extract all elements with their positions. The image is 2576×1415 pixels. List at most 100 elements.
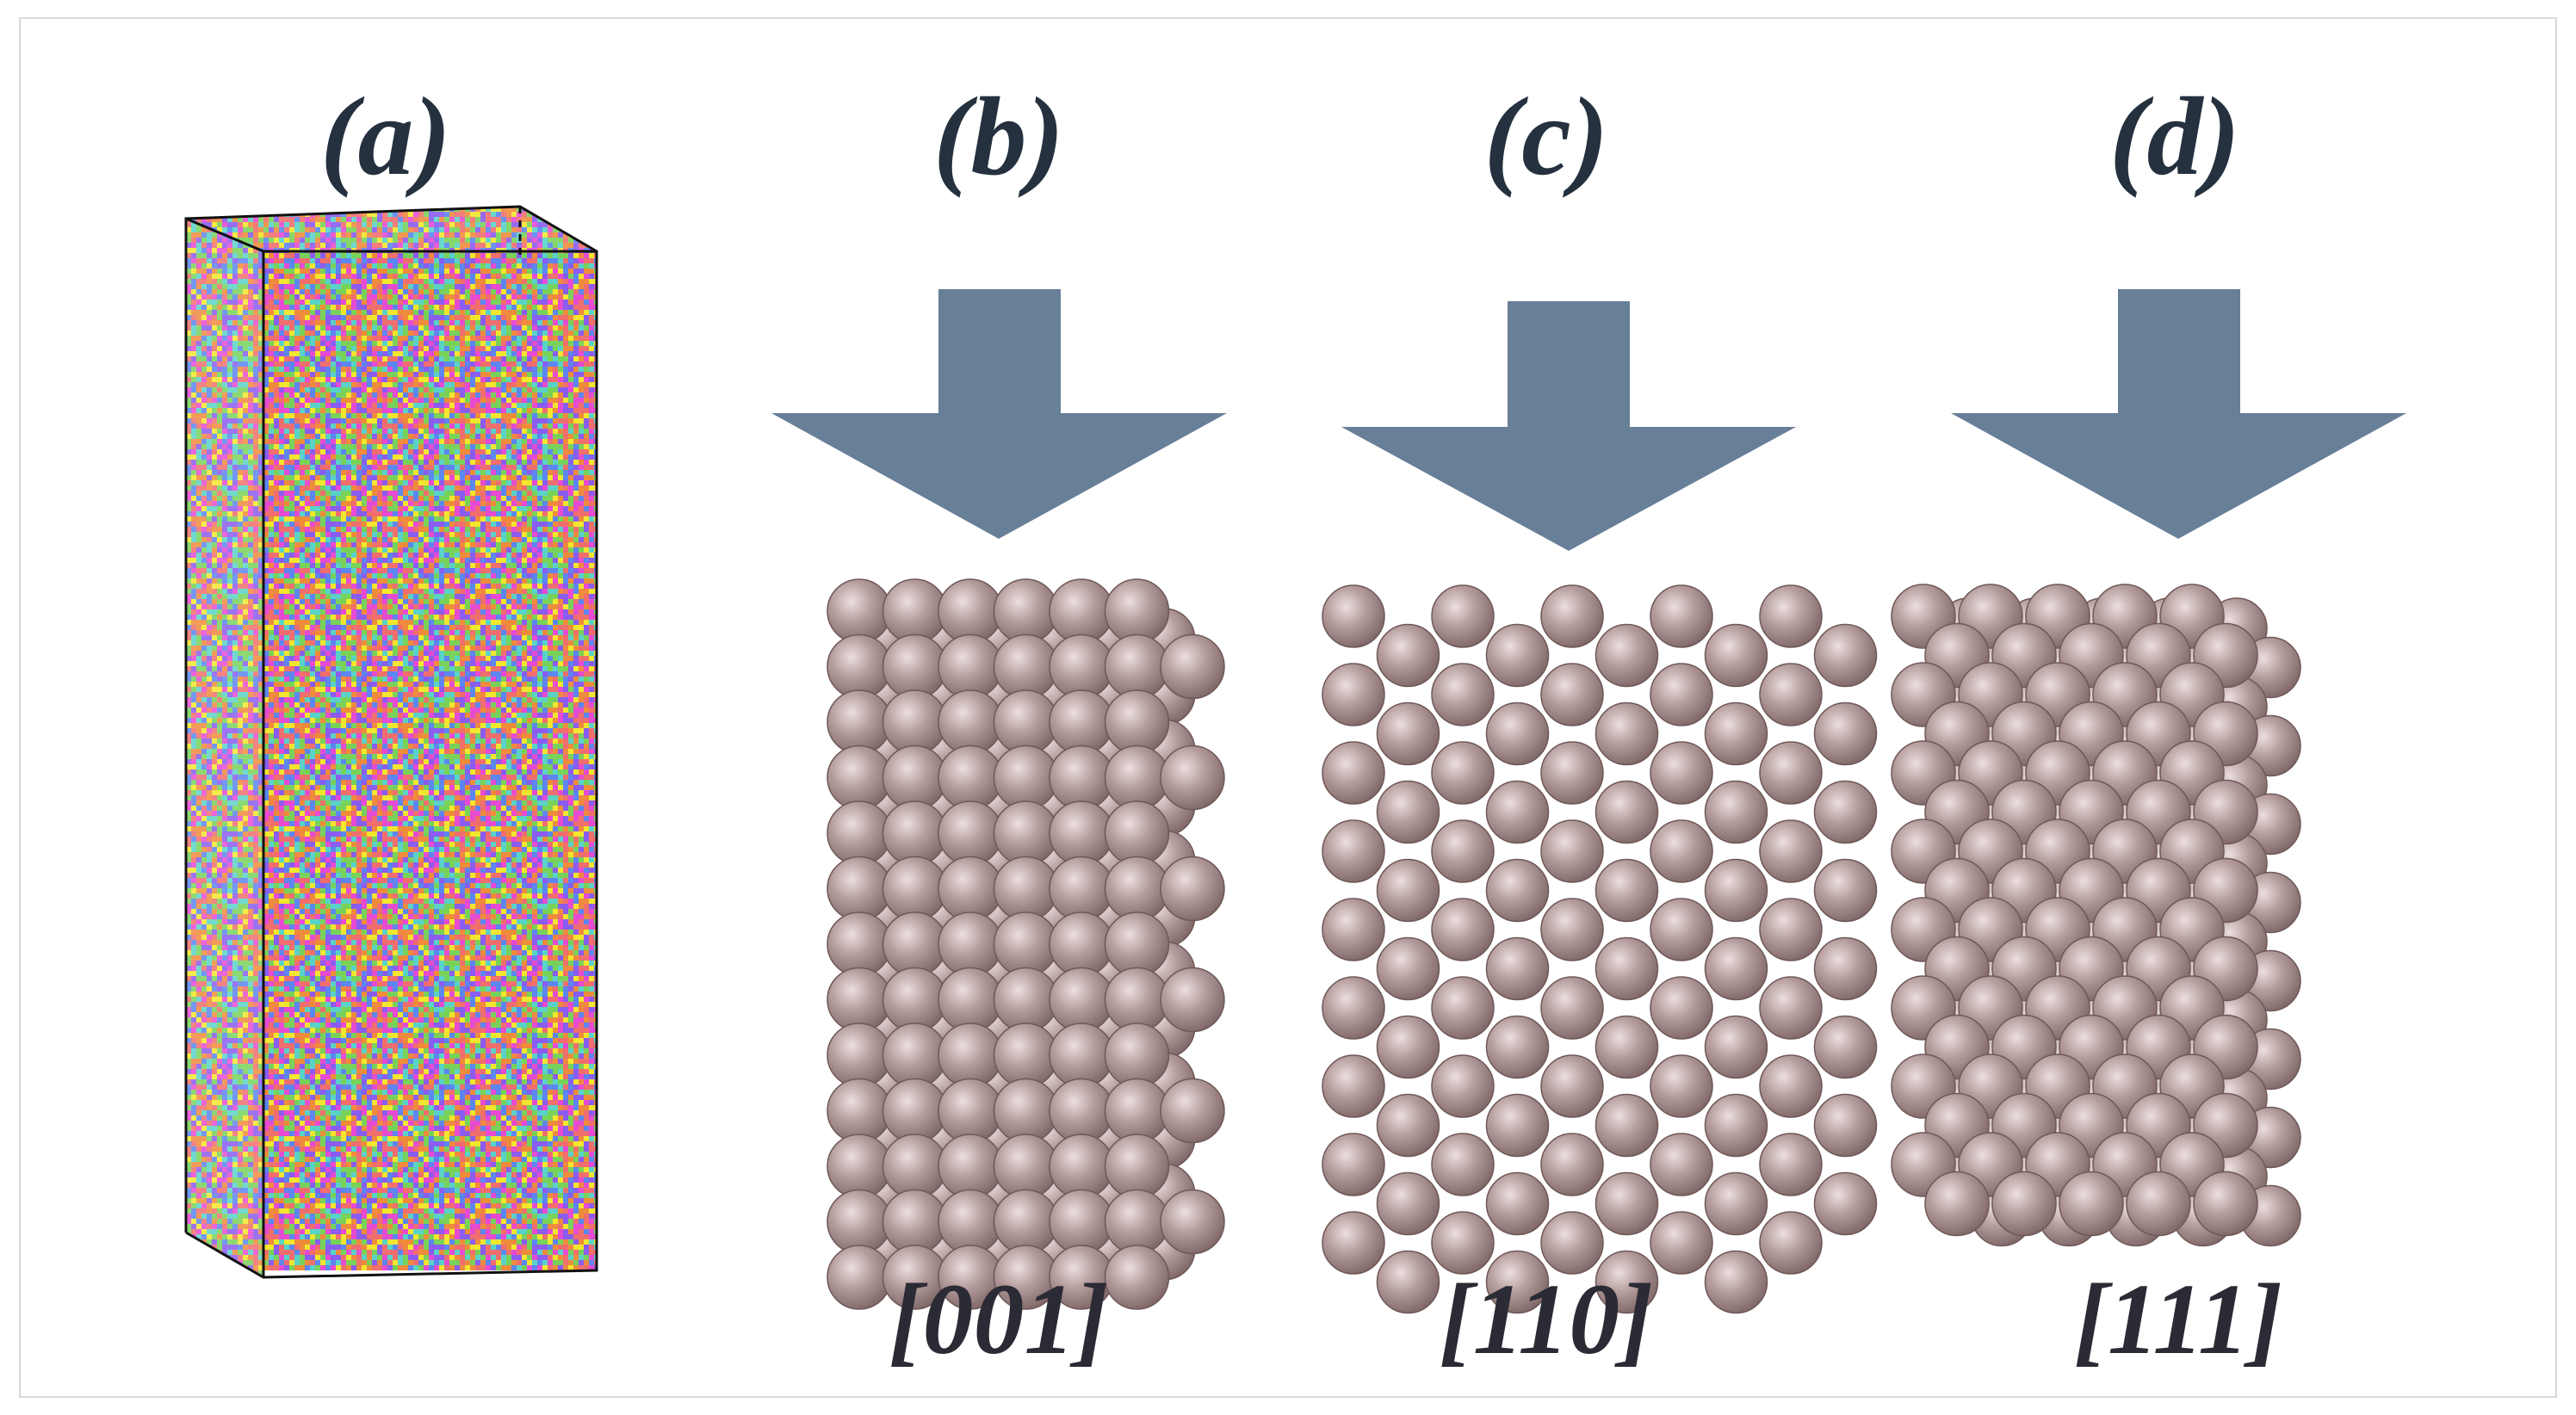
atom bbox=[1104, 1245, 1170, 1310]
atom bbox=[1104, 689, 1170, 755]
atom bbox=[1704, 1093, 1768, 1158]
atom bbox=[1376, 1093, 1440, 1158]
atom bbox=[1049, 578, 1114, 644]
atom bbox=[1376, 1171, 1440, 1236]
atom bbox=[1322, 663, 1385, 726]
atom bbox=[1595, 1093, 1659, 1158]
atom bbox=[1485, 780, 1550, 844]
atom bbox=[882, 689, 948, 755]
atom bbox=[1104, 578, 1170, 644]
atom bbox=[1540, 584, 1604, 648]
atom bbox=[1595, 1250, 1659, 1314]
atom bbox=[1160, 967, 1225, 1033]
atom bbox=[882, 745, 948, 811]
atom bbox=[1759, 1211, 1823, 1275]
atom bbox=[938, 689, 1003, 755]
atom bbox=[1704, 936, 1768, 1001]
atom bbox=[1160, 856, 1225, 922]
atom bbox=[1813, 780, 1878, 844]
alloy-box-top-face bbox=[186, 207, 597, 251]
atom bbox=[1376, 936, 1440, 1001]
lattice-110-projection bbox=[1322, 584, 1878, 1314]
atom bbox=[827, 689, 892, 755]
atom bbox=[1104, 800, 1170, 866]
atom bbox=[993, 1078, 1059, 1144]
atom bbox=[1540, 898, 1604, 961]
down-arrow-b bbox=[771, 289, 1227, 539]
atom bbox=[1485, 1250, 1550, 1314]
atom bbox=[1704, 1015, 1768, 1079]
atom bbox=[1104, 967, 1170, 1033]
atom bbox=[1431, 1211, 1495, 1275]
atom bbox=[1322, 819, 1385, 883]
atom bbox=[993, 1023, 1059, 1088]
atom bbox=[993, 633, 1059, 700]
atom bbox=[1485, 858, 1550, 923]
atom bbox=[1540, 663, 1604, 726]
atom bbox=[882, 911, 948, 977]
atom bbox=[1376, 780, 1440, 844]
atom bbox=[1704, 701, 1768, 766]
atom bbox=[1540, 976, 1604, 1040]
direction-label-110: [110] bbox=[1439, 1263, 1653, 1375]
atom bbox=[2059, 1171, 2124, 1237]
atom bbox=[938, 745, 1003, 811]
atom bbox=[1650, 1211, 1713, 1275]
alloy-box-front-face bbox=[263, 251, 597, 1270]
atom bbox=[1650, 898, 1713, 961]
lattice-001-projection bbox=[827, 578, 1225, 1310]
atom bbox=[1595, 1015, 1659, 1079]
atom bbox=[1376, 623, 1440, 688]
atom bbox=[1650, 1133, 1713, 1196]
atom bbox=[1485, 623, 1550, 688]
atom bbox=[882, 1078, 948, 1144]
atom bbox=[993, 689, 1059, 755]
atom bbox=[1049, 633, 1114, 700]
atom bbox=[938, 1078, 1003, 1144]
direction-label-001: [001] bbox=[889, 1263, 1109, 1375]
atom bbox=[1104, 911, 1170, 977]
atom bbox=[1049, 911, 1114, 977]
atom bbox=[827, 1189, 892, 1255]
atom bbox=[1759, 741, 1823, 805]
atom bbox=[1485, 1171, 1550, 1236]
down-arrow-d bbox=[1951, 289, 2406, 539]
panel-label-d: (d) bbox=[2109, 75, 2240, 199]
atom bbox=[882, 800, 948, 866]
atom bbox=[1322, 741, 1385, 805]
alloy-simulation-box bbox=[184, 205, 598, 1279]
atom bbox=[1704, 858, 1768, 923]
atom bbox=[882, 633, 948, 700]
atom bbox=[1485, 1015, 1550, 1079]
atom bbox=[938, 967, 1003, 1033]
atom bbox=[1650, 819, 1713, 883]
atom bbox=[882, 856, 948, 922]
direction-label-111: [111] bbox=[2074, 1263, 2283, 1375]
atom bbox=[1540, 819, 1604, 883]
atom bbox=[993, 800, 1059, 866]
atom bbox=[1322, 1211, 1385, 1275]
panel-label-b: (b) bbox=[933, 75, 1064, 199]
atom bbox=[1595, 858, 1659, 923]
atom bbox=[938, 578, 1003, 644]
atom bbox=[1595, 780, 1659, 844]
atom bbox=[2193, 1171, 2258, 1237]
atom bbox=[993, 1134, 1059, 1199]
atom bbox=[1376, 1250, 1440, 1314]
atom bbox=[1813, 701, 1878, 766]
atom bbox=[827, 911, 892, 977]
atom bbox=[1431, 898, 1495, 961]
atom bbox=[1431, 819, 1495, 883]
atom bbox=[1431, 1133, 1495, 1196]
atom bbox=[1540, 1133, 1604, 1196]
atom bbox=[882, 967, 948, 1033]
atom bbox=[1049, 689, 1114, 755]
atom bbox=[1049, 1078, 1114, 1144]
atom bbox=[1322, 1054, 1385, 1118]
atom bbox=[1704, 1171, 1768, 1236]
atom bbox=[1485, 701, 1550, 766]
atom bbox=[938, 1134, 1003, 1199]
atom bbox=[1049, 856, 1114, 922]
atom bbox=[827, 578, 892, 644]
